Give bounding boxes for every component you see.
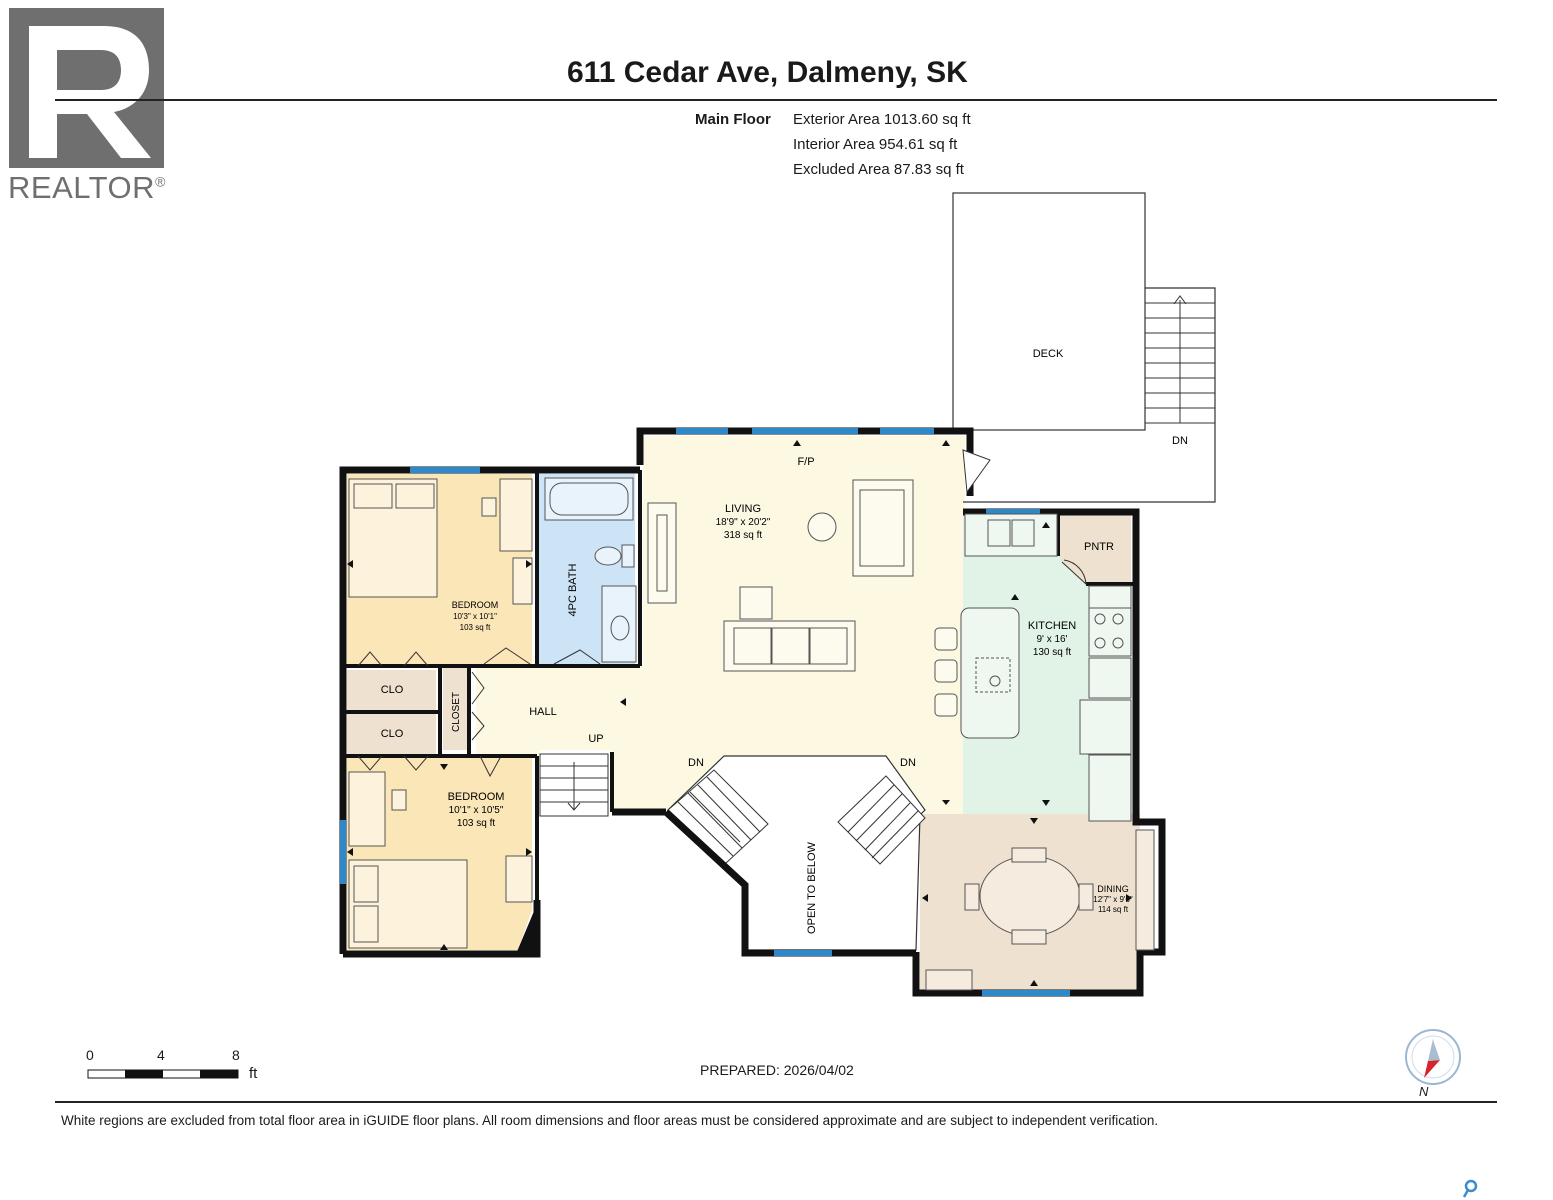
up-label: UP [588, 733, 603, 745]
deck-label: DECK [1033, 348, 1064, 360]
fireplace-label: F/P [797, 456, 814, 468]
scale-label-4: 4 [157, 1047, 165, 1063]
disclaimer: White regions are excluded from total fl… [61, 1113, 1159, 1128]
scale-bar [87, 1069, 239, 1079]
bar-stools [934, 627, 958, 717]
closet-label: CLOSET [451, 692, 462, 732]
scale-unit: ft [249, 1065, 258, 1082]
kitchen-dims: 9' x 16' [1036, 634, 1067, 645]
deck-outline [952, 192, 1146, 431]
header-divider [55, 99, 1497, 101]
deck-door [962, 449, 991, 494]
clo1-label: CLO [381, 684, 404, 696]
living-fill [476, 436, 965, 815]
door-swings [357, 647, 601, 778]
tall-cabinet [1088, 754, 1132, 822]
compass-icon [1405, 1029, 1461, 1085]
realtor-logo-mark [9, 8, 164, 168]
side-table [807, 512, 837, 542]
scale-label-8: 8 [232, 1047, 240, 1063]
exterior-area: Exterior Area 1013.60 sq ft [793, 111, 971, 128]
living-dims: 18'9" x 20'2" [716, 517, 771, 528]
kitchen-label: KITCHEN [1028, 620, 1076, 632]
interior-walls [343, 470, 1136, 900]
fridge [1079, 699, 1132, 755]
dining-window-seat [1135, 829, 1155, 951]
stairs-down-left [667, 769, 769, 865]
dining-bench [925, 969, 973, 991]
kitchen-area: 130 sq ft [1033, 647, 1072, 658]
deck-stairs [1144, 287, 1216, 424]
clo2-fill [347, 714, 436, 754]
prepared-date: PREPARED: 2026/04/02 [700, 1062, 854, 1078]
desk-1 [481, 478, 533, 605]
page-title: 611 Cedar Ave, Dalmeny, SK [567, 56, 968, 89]
kitchen-counter [964, 513, 1058, 557]
clo1-fill [347, 670, 436, 710]
bath-label: 4PC BATH [567, 563, 579, 616]
dn-left-label: DN [688, 757, 704, 769]
floor-label: Main Floor [695, 111, 771, 128]
toilet [594, 544, 635, 568]
hall-label: HALL [529, 706, 557, 718]
bedroom2-dims: 10'1" x 10'5" [449, 805, 504, 816]
stairs-up [539, 753, 609, 817]
bed-1 [348, 478, 438, 598]
scale-label-0: 0 [86, 1047, 94, 1063]
closet-fill [443, 668, 467, 750]
wall-notch [516, 904, 537, 954]
dn-right-label: DN [900, 757, 916, 769]
excluded-area: Excluded Area 87.83 sq ft [793, 161, 964, 178]
dining-label: DINING [1097, 884, 1129, 894]
bedroom1-dims: 10'3" x 10'1" [453, 612, 497, 621]
interior-area: Interior Area 954.61 sq ft [793, 136, 958, 153]
stove [1088, 585, 1132, 657]
compass-north-label: N [1419, 1084, 1429, 1099]
dresser [505, 855, 533, 903]
living-label: LIVING [725, 503, 761, 515]
realtor-logo-text: REALTOR® [8, 170, 166, 205]
footer-divider [55, 1101, 1497, 1103]
bedroom2-area: 103 sq ft [457, 818, 496, 829]
dining-table [964, 847, 1094, 945]
open-to-below-label: OPEN TO BELOW [806, 841, 818, 934]
windows [340, 428, 1070, 996]
pantry-label: PNTR [1084, 541, 1114, 553]
pantry-door [1061, 559, 1087, 586]
ottoman [739, 586, 773, 620]
bed-2 [348, 859, 468, 949]
dining-dims: 12'7" x 9'6" [1093, 895, 1133, 904]
tv-console [647, 502, 677, 604]
desk-2 [348, 771, 407, 847]
clo2-label: CLO [381, 728, 404, 740]
kitchen-island [960, 607, 1020, 739]
bedroom1-label: BEDROOM [452, 600, 499, 610]
realtor-r-icon [9, 8, 164, 168]
living-area: 318 sq ft [724, 530, 763, 541]
map-pin-icon [1462, 1179, 1478, 1198]
bathtub [544, 477, 634, 521]
dimension-markers [347, 440, 1132, 986]
deck-extension [963, 287, 1216, 503]
sofa [723, 620, 856, 672]
armchair-sofa [852, 479, 914, 577]
stairs-down-right [837, 775, 926, 865]
bedroom2-label: BEDROOM [448, 791, 505, 803]
kitchen-cabinet [1088, 657, 1132, 699]
vanity-sink [601, 585, 637, 663]
dining-area: 114 sq ft [1098, 905, 1129, 914]
deck-stairs-label: DN [1172, 435, 1188, 447]
bedroom1-area: 103 sq ft [460, 623, 491, 632]
